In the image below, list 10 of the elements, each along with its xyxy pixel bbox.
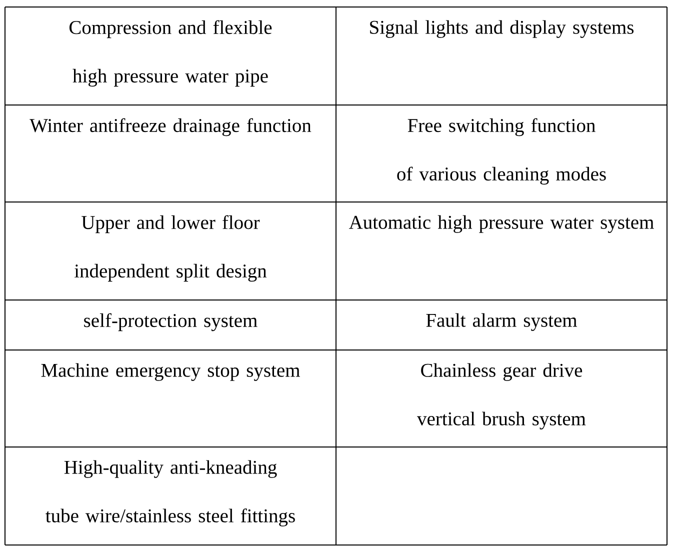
cell-text: Chainless gear drive vertical brush system (417, 363, 586, 430)
cell-text: Fault alarm system (426, 313, 578, 331)
cell-text: self-protection system (84, 313, 258, 332)
cell-text: Winter antifreeze drainage function (30, 118, 312, 136)
cell-text: Compression and flexible high pressure water pipe (69, 20, 272, 87)
cell-text: Machine emergency stop system (41, 363, 300, 381)
cell-text: High-quality anti-kneading tube wire/stainless steel fittings (46, 460, 295, 526)
cell-text: Free switching function of various cleaning modes (397, 118, 606, 185)
cell-text: Signal lights and display systems (370, 20, 634, 38)
cell-text: Automatic high pressure water system (348, 215, 654, 233)
